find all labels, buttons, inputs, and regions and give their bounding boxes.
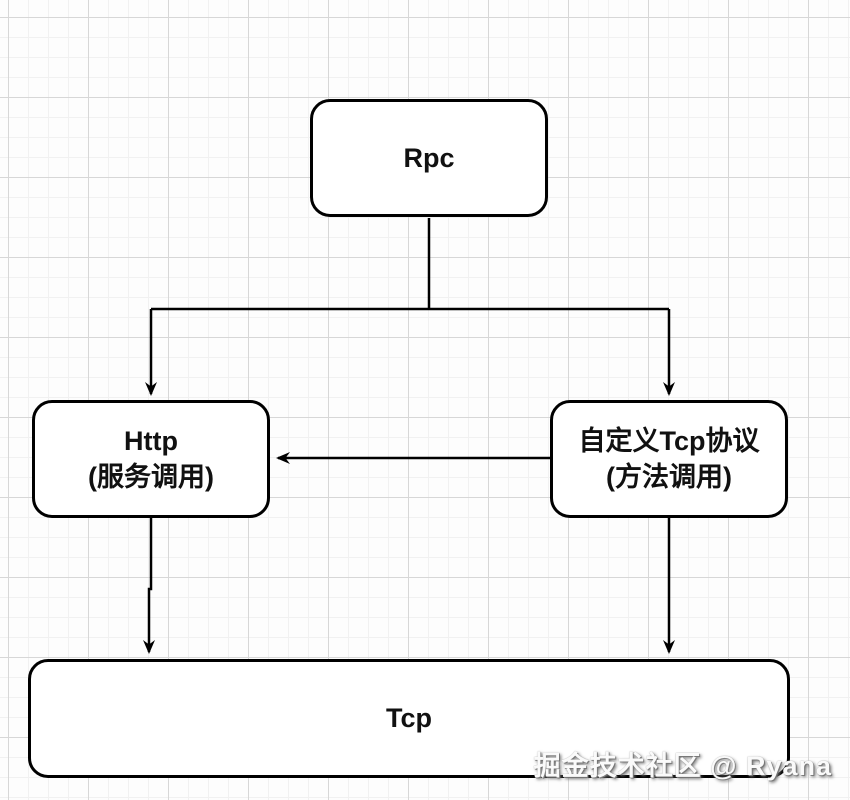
- node-http-label: Http: [124, 425, 178, 456]
- node-rpc: Rpc: [310, 99, 548, 217]
- node-tcp: Tcp: [28, 659, 790, 778]
- node-custom-tcp-sublabel: (方法调用): [606, 462, 732, 492]
- node-tcp-label: Tcp: [386, 703, 432, 734]
- node-http-sublabel: (服务调用): [88, 462, 214, 492]
- edge-rpc-trunk: [151, 218, 669, 311]
- edge-http-to-tcp: [143, 518, 155, 654]
- node-custom-tcp-label: 自定义Tcp协议: [578, 425, 760, 456]
- node-rpc-label: Rpc: [403, 142, 455, 173]
- node-http: Http (服务调用): [32, 400, 270, 518]
- node-custom-tcp: 自定义Tcp协议 (方法调用): [550, 400, 788, 518]
- juejin-watermark: 掘金技术社区 @ Ryana: [533, 751, 832, 781]
